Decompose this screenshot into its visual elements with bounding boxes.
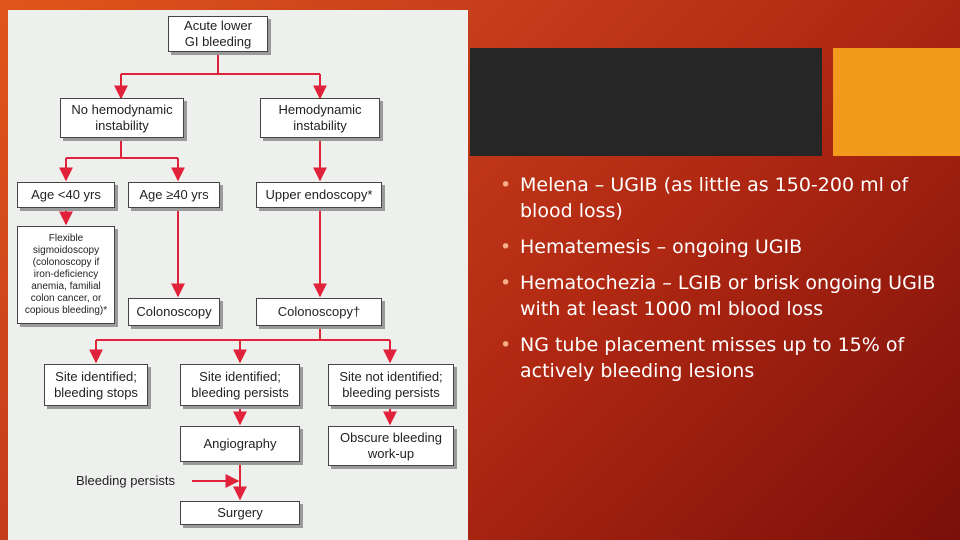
bullet-dot-icon: • [500, 174, 512, 196]
node-site-identified-stops: Site identified; bleeding stops [44, 364, 148, 406]
orange-accent-bar [833, 48, 960, 156]
bullet-dot-icon: • [500, 236, 512, 258]
bullet-text: NG tube placement misses up to 15% of ac… [520, 334, 905, 382]
bullet-list: • Melena – UGIB (as little as 150-200 ml … [500, 172, 940, 394]
bullet-dot-icon: • [500, 272, 512, 294]
node-no-hemodynamic-instability: No hemodynamic instability [60, 98, 184, 138]
bullet-text: Melena – UGIB (as little as 150-200 ml o… [520, 174, 909, 222]
bullet-dot-icon: • [500, 334, 512, 356]
node-upper-endoscopy: Upper endoscopy* [256, 182, 382, 208]
node-hemodynamic-instability: Hemodynamic instability [260, 98, 380, 138]
flowchart-panel: Acute lower GI bleeding No hemodynamic i… [8, 10, 468, 540]
node-flexible-sigmoidoscopy: Flexible sigmoidoscopy (colonoscopy if i… [17, 226, 115, 324]
node-surgery: Surgery [180, 501, 300, 525]
bleeding-persists-label: Bleeding persists [76, 473, 175, 488]
node-age-over-40: Age ≥40 yrs [128, 182, 220, 208]
node-colonoscopy-dagger: Colonoscopy† [256, 298, 382, 326]
node-site-not-identified: Site not identified; bleeding persists [328, 364, 454, 406]
bullet-item: • Hematochezia – LGIB or brisk ongoing UG… [500, 270, 940, 322]
bullet-text: Hematochezia – LGIB or brisk ongoing UGI… [520, 272, 936, 320]
dark-title-bar [470, 48, 822, 156]
bullet-item: • Hematemesis – ongoing UGIB [500, 234, 940, 260]
bullet-item: • NG tube placement misses up to 15% of a… [500, 332, 940, 384]
flowchart-connectors [59, 50, 397, 501]
node-age-under-40: Age <40 yrs [17, 182, 115, 208]
node-site-identified-persists: Site identified; bleeding persists [180, 364, 300, 406]
bullet-text: Hematemesis – ongoing UGIB [520, 236, 803, 258]
node-colonoscopy: Colonoscopy [128, 298, 220, 326]
node-obscure-bleeding-workup: Obscure bleeding work-up [328, 426, 454, 466]
node-angiography: Angiography [180, 426, 300, 462]
node-acute-lower-gi-bleeding: Acute lower GI bleeding [168, 16, 268, 52]
bullet-item: • Melena – UGIB (as little as 150-200 ml … [500, 172, 940, 224]
